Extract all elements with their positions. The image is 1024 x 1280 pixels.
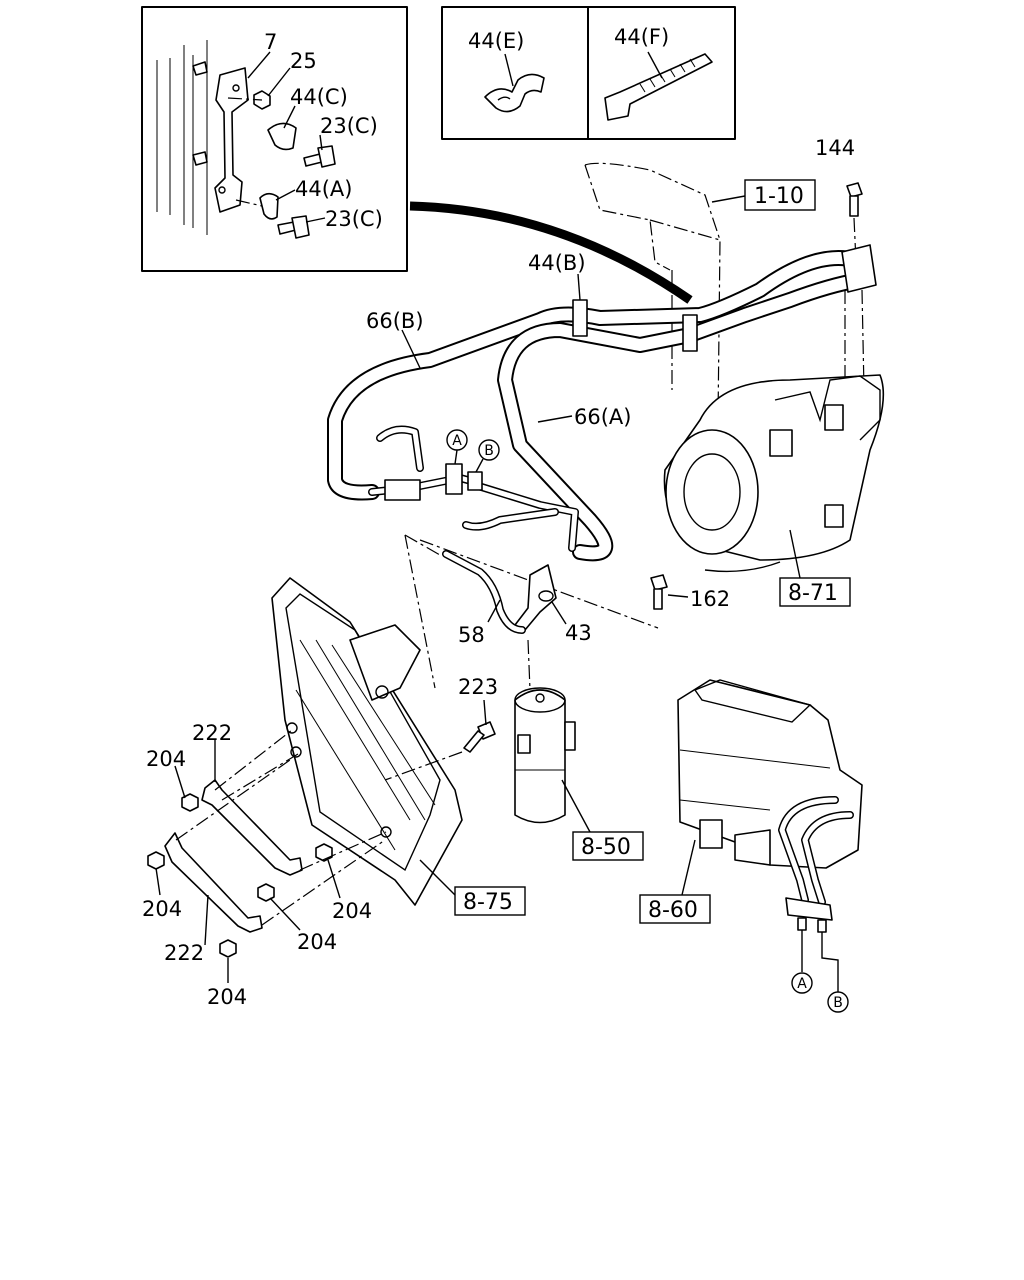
callout-arrow — [409, 201, 693, 304]
label-part-222-top: 222 — [192, 721, 232, 745]
bracket-222-bottom — [164, 832, 263, 933]
label-part-66a: 66(A) — [574, 405, 631, 429]
bolt-223 — [463, 721, 496, 753]
ref-box-1-10[interactable] — [744, 179, 816, 211]
label-part-44a: 44(A) — [295, 177, 352, 201]
ref-label-8-50: 8-50 — [581, 835, 631, 860]
inset-clamp-detail: 44(E) 44(F) — [441, 6, 736, 140]
ref-label-8-75: 8-75 — [463, 890, 513, 915]
label-part-162: 162 — [690, 587, 730, 611]
ref-box-8-75[interactable] — [454, 886, 526, 916]
ref-box-8-71[interactable] — [779, 577, 851, 607]
ref-label-8-60: 8-60 — [648, 898, 698, 923]
hose-66a — [497, 272, 868, 562]
label-part-223: 223 — [458, 675, 498, 699]
connection-mark-b-top — [478, 439, 500, 461]
label-part-204-e: 204 — [207, 985, 247, 1009]
receiver-drier — [514, 639, 576, 824]
nut-204-b — [147, 851, 165, 870]
ref-box-8-50[interactable] — [572, 831, 644, 861]
ref-label-1-10: 1-10 — [754, 184, 804, 209]
label-part-44e: 44(E) — [468, 29, 524, 53]
label-part-204-b: 204 — [142, 897, 182, 921]
label-part-7: 7 — [264, 30, 277, 54]
ref-box-8-60[interactable] — [639, 894, 711, 924]
bolt-162 — [650, 574, 668, 610]
compressor — [663, 374, 885, 573]
label-part-204-c: 204 — [297, 930, 337, 954]
hose-bracket — [841, 244, 877, 293]
label-part-58: 58 — [458, 623, 485, 647]
label-part-144: 144 — [815, 136, 855, 160]
engine-outline — [584, 162, 721, 421]
hose-66b — [327, 250, 863, 501]
connection-mark-b-bottom — [827, 991, 849, 1013]
label-part-222-bottom: 222 — [164, 941, 204, 965]
connection-mark-b-bottom-label: B — [833, 995, 843, 1011]
connection-mark-a-bottom — [791, 972, 813, 994]
clamp-44b-right — [682, 314, 698, 352]
nut-204-c — [257, 883, 275, 902]
label-part-43: 43 — [565, 621, 592, 645]
ref-label-8-71: 8-71 — [788, 581, 838, 606]
label-part-25: 25 — [290, 49, 317, 73]
nut-204-d — [315, 843, 333, 862]
connection-mark-a-bottom-label: A — [797, 976, 807, 992]
bracket-222-top — [201, 779, 303, 876]
pipe-58 — [442, 550, 526, 634]
label-part-204-d: 204 — [332, 899, 372, 923]
label-part-44c: 44(C) — [290, 85, 348, 109]
connection-mark-b-top-label: B — [484, 443, 494, 459]
label-part-204-a: 204 — [146, 747, 186, 771]
connection-mark-a-top-label: A — [452, 433, 462, 449]
label-part-44b: 44(B) — [528, 251, 586, 275]
clamp-44b-left — [572, 299, 588, 337]
label-part-66b: 66(B) — [366, 309, 424, 333]
nut-204-a — [181, 793, 199, 812]
condenser — [271, 577, 463, 906]
nut-204-e — [219, 939, 237, 958]
label-part-23c-top: 23(C) — [320, 114, 378, 138]
hvac-unit — [677, 679, 863, 933]
pipe-manifold — [368, 425, 579, 552]
label-part-44f: 44(F) — [614, 25, 669, 49]
inset-bracket-detail: 7 25 44(C) 23(C) 44(A) 23(C) — [141, 6, 408, 272]
label-part-23c-bottom: 23(C) — [325, 207, 383, 231]
bracket-43 — [514, 564, 557, 631]
